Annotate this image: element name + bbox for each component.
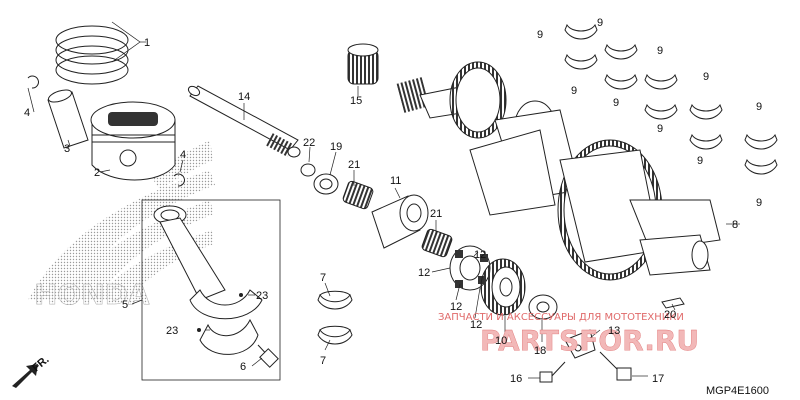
callout-rod-bolt: 6: [240, 361, 246, 373]
diagram-code: MGP4E1600: [706, 385, 769, 397]
callout-connecting-rod: 5: [122, 299, 128, 311]
callout-main-bearing-10: 9: [756, 197, 762, 209]
callout-thrust-washer: 22: [303, 137, 315, 149]
primary-drive-gear: [480, 258, 526, 316]
callout-primary-shaft: 14: [238, 91, 250, 103]
callout-crankshaft: 8: [732, 219, 738, 231]
connecting-rod-bolt: [257, 344, 279, 368]
watermark-tagline: ЗАПЧАСТИ И АКСЕССУАРЫ ДЛЯ МОТОТЕХНИКИ: [438, 312, 684, 323]
callout-primary-gear: 10: [495, 335, 507, 347]
flange-bolt-small: [539, 361, 566, 383]
needle-bearing-lower: [421, 228, 453, 258]
callout-collar: 19: [330, 141, 342, 153]
callout-starter-gear: 15: [350, 95, 362, 107]
callout-lock-washer: 18: [534, 345, 546, 357]
front-direction-arrow: [12, 364, 38, 388]
woodruff-key: [661, 297, 685, 309]
main-bearings: [564, 23, 778, 175]
piston-pin: [47, 89, 89, 149]
honda-wordmark: HONDA: [34, 278, 150, 311]
callout-bracket: 13: [608, 325, 620, 337]
callout-damper-1: 12: [474, 249, 486, 261]
callout-damper-2: 12: [418, 267, 430, 279]
callout-piston: 2: [94, 167, 100, 179]
callout-rod-bearing-upper: 7: [320, 272, 326, 284]
callout-main-bearing-1: 9: [537, 29, 543, 41]
lock-washer: [528, 294, 558, 320]
callout-damper-3: 12: [450, 301, 462, 313]
callout-main-bearing-2: 9: [571, 85, 577, 97]
callout-main-bearing-6: 9: [657, 123, 663, 135]
rod-bearing-oil-hole-lower: [197, 328, 201, 332]
callout-key: 20: [664, 309, 676, 321]
callout-main-bearing-8: 9: [697, 155, 703, 167]
primary-drive-hub: [371, 194, 429, 249]
callout-hub: 11: [390, 175, 401, 187]
callout-needle-bearing-upper: 21: [348, 159, 360, 171]
connecting-rod-frame: [141, 199, 281, 381]
collar: [313, 173, 339, 195]
leader-lines: [27, 21, 740, 379]
watermark-site: PARTSFOR.RU: [480, 324, 699, 357]
callout-main-bearing-3: 9: [597, 17, 603, 29]
piston-pin-clip-right: [173, 173, 185, 187]
flange-bolt-long: [599, 351, 632, 381]
starter-reduction-gear: [347, 43, 379, 85]
rod-bearing-upper: [317, 290, 353, 310]
callout-rod-bearing-lower: 7: [320, 355, 326, 367]
crankshaft: [396, 61, 721, 281]
callout-needle-bearing-lower: 21: [430, 208, 442, 220]
connecting-rod-cap: [199, 318, 259, 355]
callout-oil-hole-lower: 23: [166, 325, 178, 337]
callout-main-bearing-5: 9: [657, 45, 663, 57]
callout-piston-pin: 3: [64, 143, 70, 155]
callout-main-bearing-7: 9: [703, 71, 709, 83]
piston-rings: [55, 25, 129, 85]
callout-piston-rings: 1: [144, 37, 150, 49]
needle-bearing-upper: [342, 180, 374, 210]
callout-clip-left: 4: [24, 107, 30, 119]
callout-oil-hole-upper: 23: [256, 290, 268, 302]
callout-main-bearing-4: 9: [613, 97, 619, 109]
thrust-washer: [300, 163, 316, 177]
callout-bolt-small: 16: [510, 373, 522, 385]
callout-damper-4: 12: [470, 319, 482, 331]
callout-main-bearing-9: 9: [756, 101, 762, 113]
rod-bearing-oil-hole: [239, 293, 243, 297]
callout-clip-right: 4: [180, 149, 186, 161]
bracket: [564, 329, 596, 359]
piston: [90, 101, 176, 181]
callout-bolt-long: 17: [652, 373, 664, 385]
rod-bearing-lower: [317, 325, 353, 345]
piston-pin-clip-left: [27, 75, 39, 89]
connecting-rod: [153, 205, 263, 320]
